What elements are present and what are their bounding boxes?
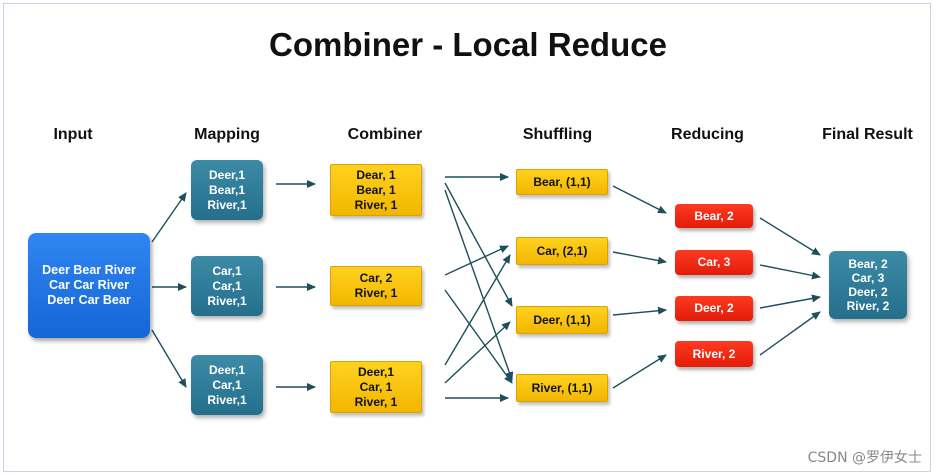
shuffle-box-deer: Deer, (1,1) (516, 306, 608, 334)
input-box: Deer Bear River Car Car River Deer Car B… (28, 233, 150, 338)
reduce-item: Bear, 2 (694, 208, 734, 223)
combiner-item: Dear, 1 (356, 167, 396, 182)
arrow-combiner3-to-deer (444, 321, 511, 384)
shuffle-box-river: River, (1,1) (516, 374, 608, 402)
column-heading-combiner: Combiner (347, 126, 423, 143)
arrow-combiner2-to-river (444, 289, 513, 384)
arrow-input-to-mapping-1 (151, 192, 187, 243)
arrow-combiner1-to-deer (444, 182, 513, 307)
mapping-box-1: Deer,1 Bear,1 River,1 (191, 160, 263, 220)
arrow-reduce-river-to-final (759, 311, 821, 356)
reduce-item: Car, 3 (697, 255, 731, 269)
mapping-item: River,1 (207, 293, 247, 308)
reduce-item: Deer, 2 (694, 301, 734, 315)
mapping-item: River,1 (207, 197, 247, 212)
arrow-reduce-car-to-final (759, 264, 821, 280)
combiner-item: Car, 1 (359, 379, 393, 394)
input-line: Deer Bear River (42, 263, 136, 277)
arrow-combiner2-to-car (444, 245, 509, 276)
shuffle-item: River, (1,1) (531, 380, 593, 395)
shuffle-item: Car, (2,1) (536, 243, 588, 258)
mapping-item: Deer,1 (208, 167, 246, 182)
column-heading-mapping: Mapping (194, 126, 260, 143)
input-line: Deer Car Bear (47, 293, 131, 307)
arrow-shuffle-deer-to-reduce (612, 306, 667, 316)
combiner-item: Deer,1 (357, 364, 395, 379)
reduce-box-car: Car, 3 (675, 250, 753, 275)
combiner-box-2: Car, 2 River, 1 (330, 266, 422, 306)
mapping-box-3: Deer,1 Car,1 River,1 (191, 355, 263, 415)
combiner-item: River, 1 (354, 394, 398, 409)
shuffle-item: Deer, (1,1) (533, 312, 591, 327)
reduce-box-river: River, 2 (675, 341, 753, 367)
input-line: Car Car River (49, 278, 129, 292)
reduce-item: River, 2 (692, 346, 736, 361)
shuffle-box-bear: Bear, (1,1) (516, 169, 608, 195)
combiner-item: River, 1 (354, 197, 398, 212)
arrow-combiner3-to-car (444, 254, 511, 366)
column-heading-reducing: Reducing (671, 126, 744, 143)
final-result-box: Bear, 2 Car, 3 Deer, 2 River, 2 (829, 251, 907, 319)
final-item: Bear, 2 (848, 257, 888, 271)
shuffle-box-car: Car, (2,1) (516, 237, 608, 265)
diagram-title: Combiner - Local Reduce (269, 26, 667, 63)
column-heading-shuffling: Shuffling (522, 126, 593, 143)
final-item: River, 2 (846, 299, 890, 313)
arrow-shuffle-bear-to-reduce (612, 185, 667, 214)
arrow-shuffle-river-to-reduce (612, 354, 667, 389)
final-item: Car, 3 (851, 271, 885, 285)
mapping-item: Bear,1 (208, 182, 246, 197)
column-heading-input: Input (53, 126, 93, 143)
combiner-box-1: Dear, 1 Bear, 1 River, 1 (330, 164, 422, 216)
mapping-item: River,1 (207, 392, 247, 407)
shuffle-item: Bear, (1,1) (533, 174, 591, 189)
combiner-box-3: Deer,1 Car, 1 River, 1 (330, 361, 422, 413)
arrow-input-to-mapping-3 (151, 329, 187, 388)
column-heading-final-result: Final Result (822, 126, 913, 143)
combiner-item: Car, 2 (359, 271, 393, 285)
watermark: CSDN @罗伊女士 (807, 450, 922, 466)
mapping-item: Car,1 (212, 263, 242, 278)
arrow-reduce-deer-to-final (759, 294, 821, 309)
mapping-item: Deer,1 (208, 362, 246, 377)
arrow-combiner1-to-river (444, 189, 514, 381)
final-item: Deer, 2 (848, 285, 888, 299)
mapping-item: Car,1 (212, 377, 242, 392)
combiner-item: Bear, 1 (356, 182, 396, 197)
arrow-reduce-bear-to-final (759, 217, 821, 256)
diagram-frame (3, 3, 931, 472)
combiner-item: River, 1 (354, 286, 398, 300)
mapping-box-2: Car,1 Car,1 River,1 (191, 256, 263, 316)
reduce-box-deer: Deer, 2 (675, 296, 753, 321)
arrow-shuffle-car-to-reduce (612, 251, 667, 265)
reduce-box-bear: Bear, 2 (675, 204, 753, 228)
mapping-item: Car,1 (212, 278, 242, 293)
